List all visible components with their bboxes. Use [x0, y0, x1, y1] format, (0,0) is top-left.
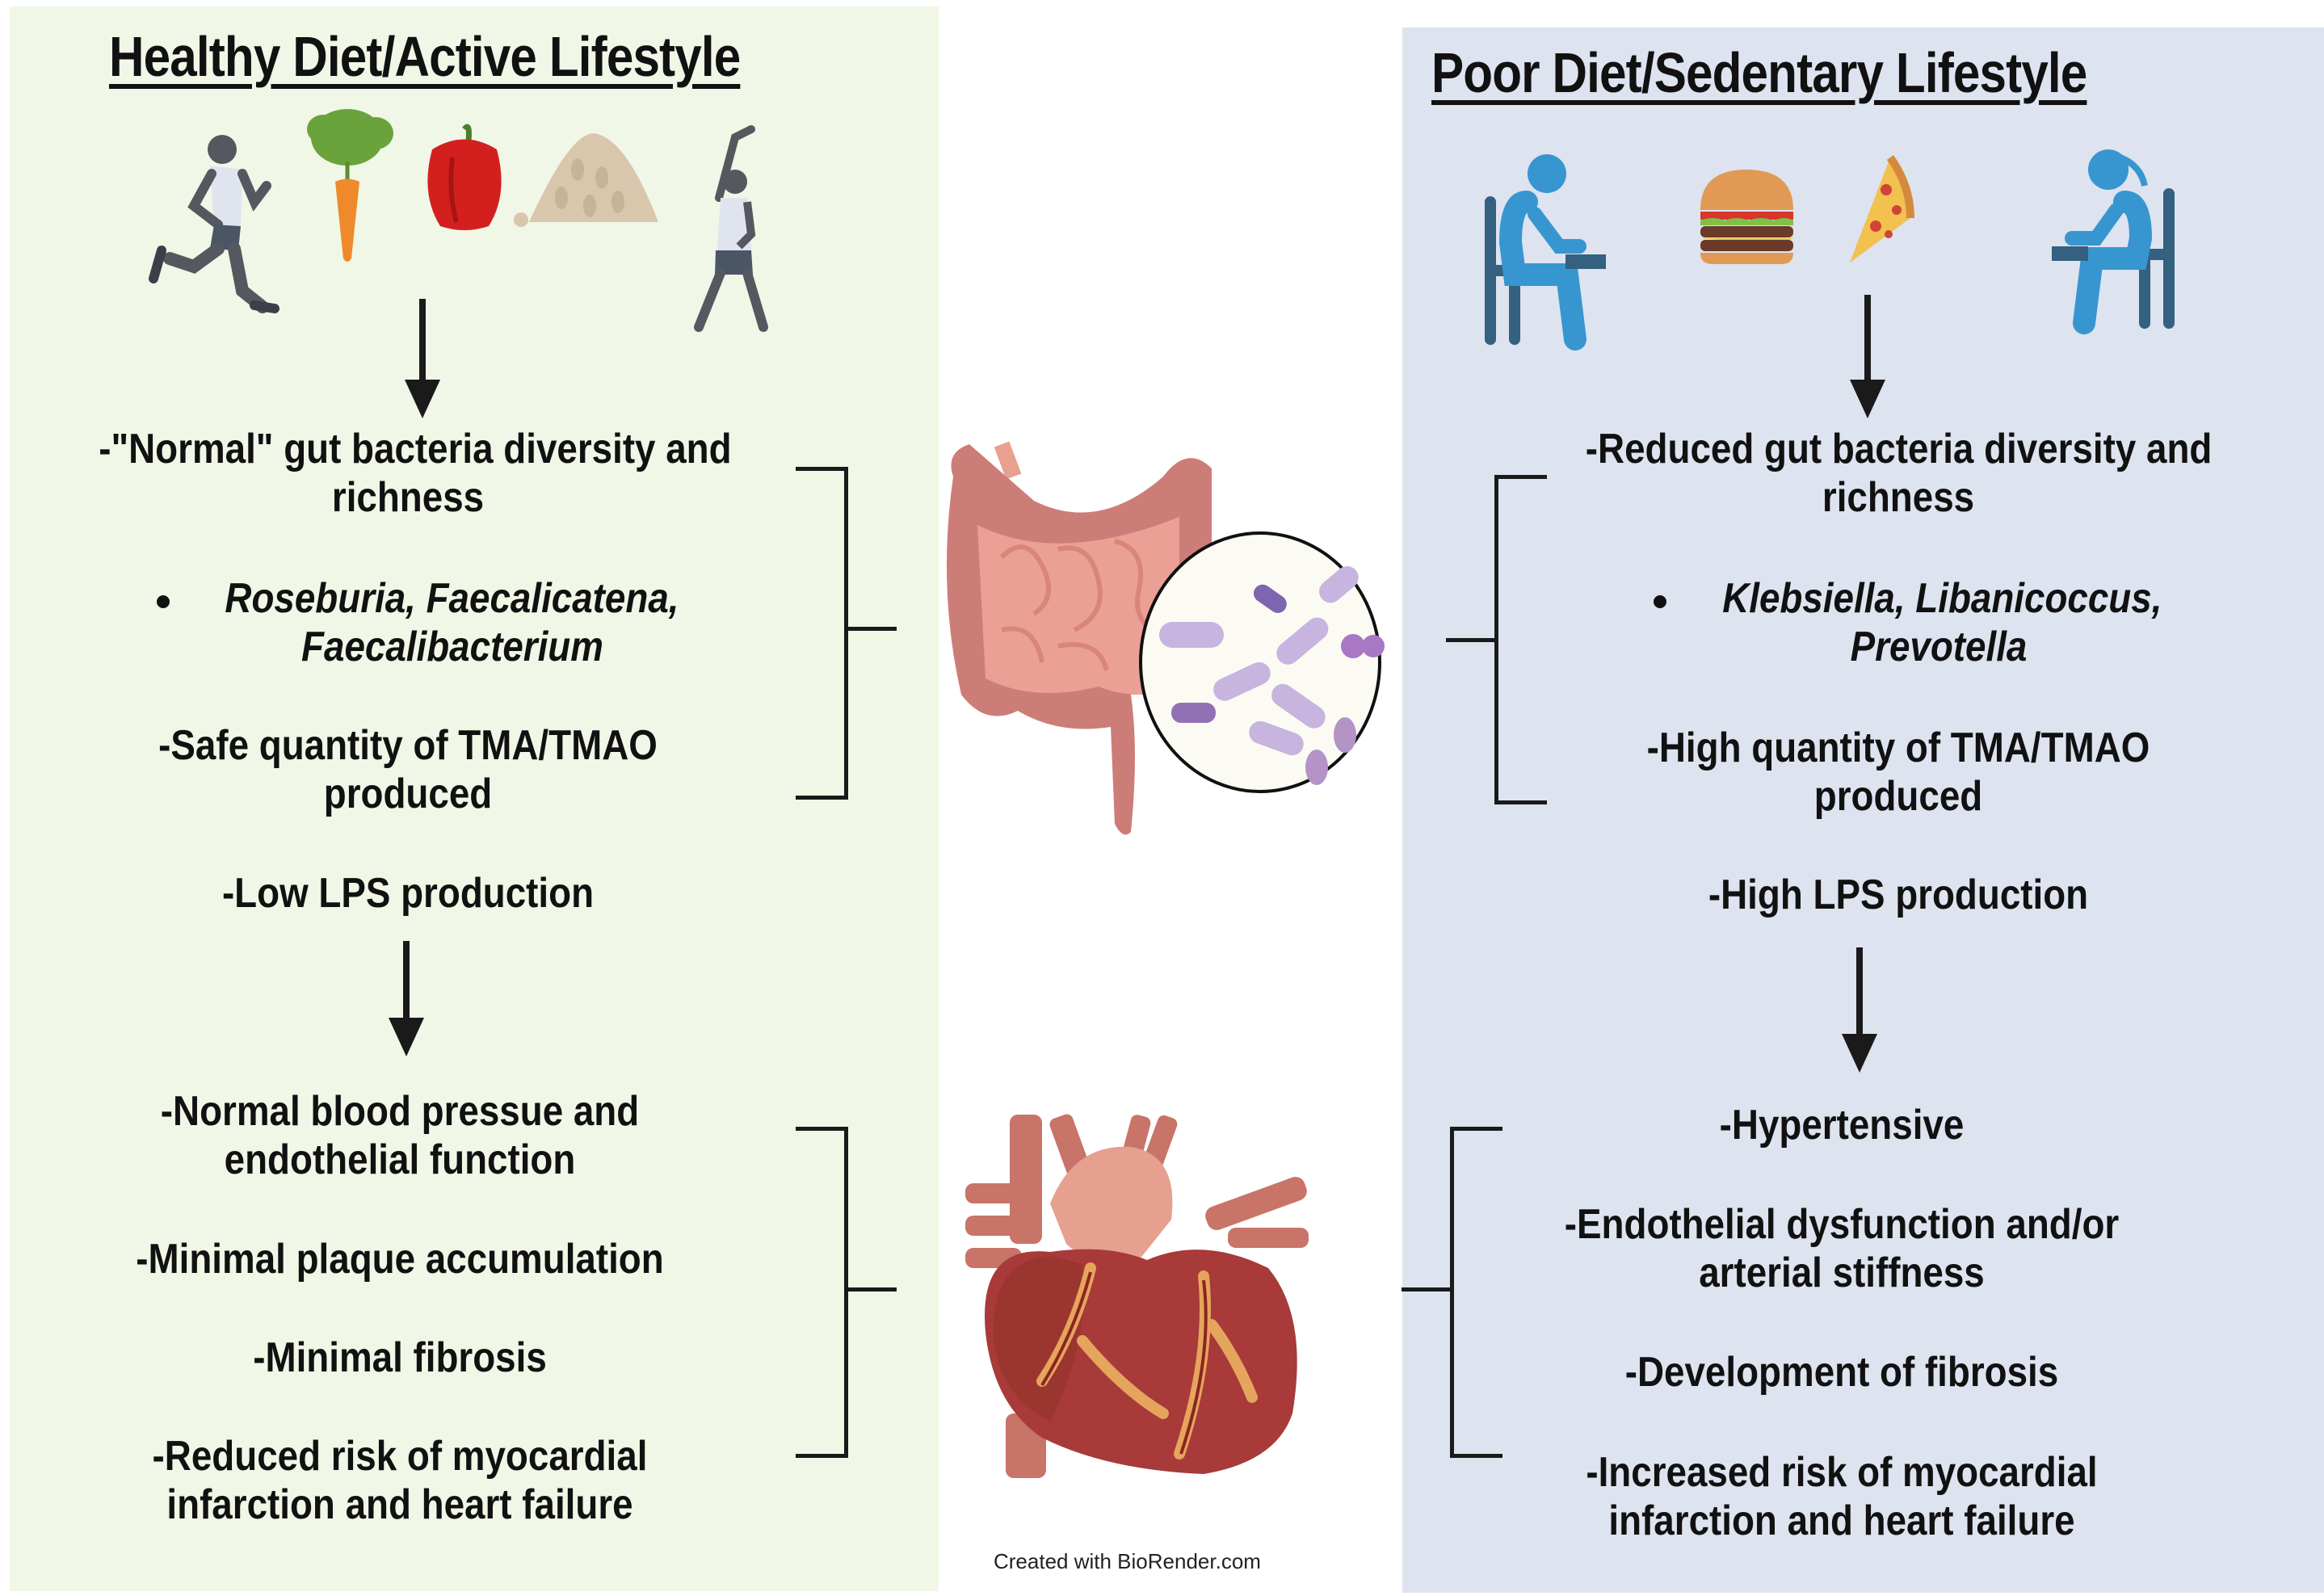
- healthy-lifestyle-title: Healthy Diet/Active Lifestyle: [109, 25, 741, 88]
- biorender-credit: Created with BioRender.com: [994, 1549, 1261, 1573]
- right-gut-diversity-line2: richness: [1822, 474, 1975, 521]
- healthy-lifestyle-panel: [10, 6, 939, 1591]
- left-risk-line2: infarction and heart failure: [166, 1481, 633, 1528]
- left-bacteria-list-line1: Roseburia, Faecalicatena,: [225, 575, 679, 622]
- intestine-illustration: [947, 441, 1385, 835]
- right-risk-line2: infarction and heart failure: [1608, 1497, 2075, 1544]
- down-arrow-icon: [419, 299, 426, 388]
- heart-bracket-connector: [1402, 1287, 1450, 1292]
- down-arrowhead-icon: [1842, 1034, 1877, 1073]
- seated-man-icon: [1485, 154, 1606, 351]
- right-lps-text: -High LPS production: [1708, 872, 2089, 918]
- right-tma-line2: produced: [1813, 773, 1983, 820]
- burger-icon: [1700, 170, 1793, 264]
- left-risk-line1: -Reduced risk of myocardial: [152, 1433, 648, 1480]
- right-endothelial-line1: -Endothelial dysfunction and/or: [1564, 1201, 2120, 1248]
- left-plaque-text: -Minimal plaque accumulation: [136, 1236, 664, 1283]
- down-arrow-icon: [1864, 295, 1871, 388]
- bullet-icon: [1654, 595, 1666, 608]
- left-bacteria-list-line2: Faecalibacterium: [301, 624, 603, 670]
- pizza-slice-icon: [1850, 155, 1914, 262]
- left-fibrosis-text: -Minimal fibrosis: [253, 1334, 547, 1381]
- left-bp-line1: -Normal blood pressue and: [160, 1088, 640, 1135]
- left-bp-line2: endothelial function: [224, 1136, 576, 1183]
- left-tma-line2: produced: [323, 771, 493, 817]
- running-man-icon: [149, 135, 279, 313]
- right-endothelial-line2: arterial stiffness: [1699, 1250, 1985, 1296]
- gut-bracket-connector: [1446, 638, 1494, 642]
- left-tma-line1: -Safe quantity of TMA/TMAO: [158, 722, 658, 769]
- gut-bracket-connector: [848, 627, 897, 631]
- down-arrow-icon: [1856, 947, 1863, 1040]
- red-pepper-icon: [427, 124, 502, 230]
- right-fibrosis-text: -Development of fibrosis: [1624, 1349, 2059, 1396]
- heart-bracket-left: [796, 1127, 848, 1458]
- bullet-icon: [157, 595, 170, 608]
- right-tma-line1: -High quantity of TMA/TMAO: [1646, 724, 2150, 771]
- oats-icon: [514, 133, 658, 227]
- poor-lifestyle-title: Poor Diet/Sedentary Lifestyle: [1431, 41, 2087, 104]
- right-gut-diversity-line1: -Reduced gut bacteria diversity and: [1585, 426, 2213, 472]
- down-arrowhead-icon: [1850, 380, 1885, 418]
- heart-bracket-right: [1450, 1127, 1502, 1458]
- carrot-icon: [307, 109, 393, 262]
- right-bacteria-list-line2: Prevotella: [1850, 624, 2028, 670]
- left-gut-diversity-line2: richness: [331, 474, 485, 521]
- right-hypertensive-text: -Hypertensive: [1719, 1102, 1965, 1149]
- left-lps-text: -Low LPS production: [221, 870, 595, 917]
- stretching-woman-icon: [694, 125, 768, 332]
- gut-bracket-left: [796, 467, 848, 800]
- down-arrowhead-icon: [405, 380, 440, 418]
- right-bacteria-list-line1: Klebsiella, Libanicoccus,: [1722, 575, 2162, 622]
- down-arrow-icon: [403, 941, 410, 1030]
- gut-bracket-right: [1494, 475, 1547, 804]
- down-arrowhead-icon: [389, 1018, 424, 1056]
- heart-bracket-connector: [848, 1287, 897, 1292]
- right-risk-line1: -Increased risk of myocardial: [1586, 1449, 2098, 1496]
- seated-woman-icon: [2052, 149, 2175, 334]
- heart-illustration: [965, 1114, 1309, 1478]
- left-gut-diversity-line1: -"Normal" gut bacteria diversity and: [99, 426, 732, 472]
